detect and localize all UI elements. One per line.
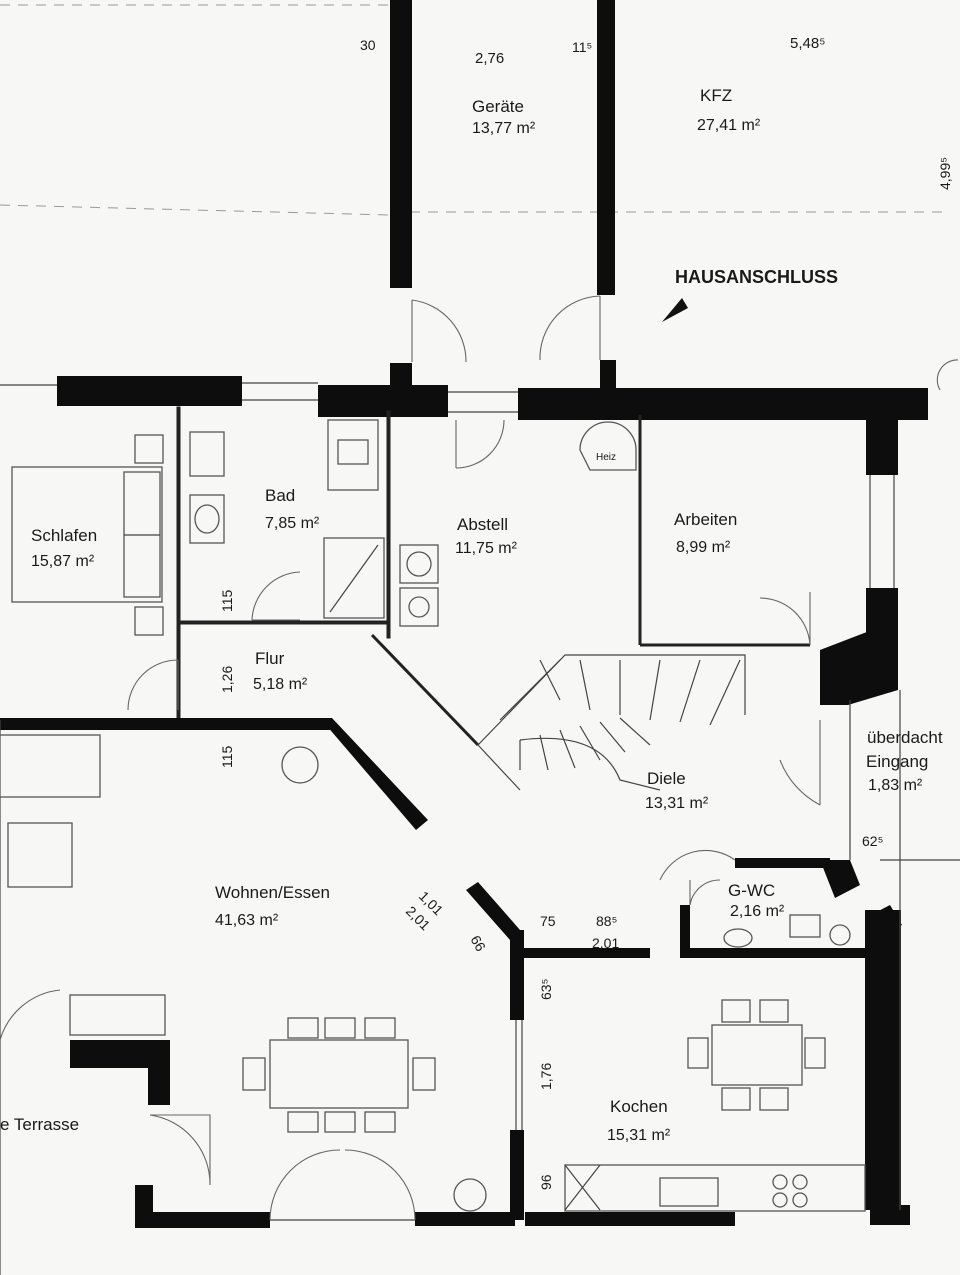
room-eingang-area: 1,83 m² — [868, 777, 923, 794]
room-abstell-area: 11,75 m² — [455, 540, 518, 557]
room-gwc-area: 2,16 m² — [730, 903, 785, 920]
dim-1-26: 1,26 — [219, 666, 235, 693]
hausanschluss-label: HAUSANSCHLUSS — [675, 267, 838, 287]
room-abstell-name: Abstell — [457, 515, 508, 534]
dim-96: 96 — [538, 1174, 554, 1190]
room-bad-name: Bad — [265, 486, 295, 505]
room-arbeiten-area: 8,99 m² — [676, 539, 731, 556]
room-labels: Geräte 13,77 m² KFZ 27,41 m² HAUSANSCHLU… — [0, 86, 943, 1144]
dim-66: 66 — [467, 933, 489, 955]
room-terrasse-name: e Terrasse — [0, 1115, 79, 1134]
room-geraete-name: Geräte — [472, 97, 524, 116]
room-wohnen-name: Wohnen/Essen — [215, 883, 330, 902]
room-schlafen-area: 15,87 m² — [31, 553, 95, 570]
room-arbeiten-name: Arbeiten — [674, 510, 737, 529]
room-kochen-name: Kochen — [610, 1097, 668, 1116]
dimension-labels: 30 2,76 11⁵ 5,48⁵ 4,99⁵ 115 1,26 115 62⁵… — [219, 35, 953, 1190]
overhang-lines — [0, 4, 960, 861]
dim-2-01: 2,01 — [592, 935, 619, 951]
dim-88-5: 88⁵ — [596, 913, 617, 929]
dim-75: 75 — [540, 913, 556, 929]
dim-62-5: 62⁵ — [862, 833, 883, 849]
window-lines — [0, 382, 901, 1275]
dim-11-5: 11⁵ — [572, 39, 592, 55]
room-bad-area: 7,85 m² — [265, 515, 320, 532]
dim-4-99: 4,99⁵ — [937, 157, 953, 190]
dim-30: 30 — [360, 37, 376, 53]
staircase — [477, 654, 746, 791]
room-kfz-area: 27,41 m² — [697, 117, 761, 134]
furniture — [0, 419, 866, 1212]
room-diele-name: Diele — [647, 769, 686, 788]
dim-2-76: 2,76 — [475, 50, 504, 67]
room-eingang-name-1: überdacht — [867, 728, 943, 747]
room-flur-area: 5,18 m² — [253, 676, 308, 693]
room-kfz-name: KFZ — [700, 86, 732, 105]
walls — [0, 0, 928, 1228]
doors — [0, 295, 959, 1221]
room-schlafen-name: Schlafen — [31, 526, 97, 545]
room-diele-area: 13,31 m² — [645, 795, 709, 812]
room-geraete-area: 13,77 m² — [472, 120, 536, 137]
dim-1-76: 1,76 — [538, 1063, 554, 1090]
dim-63-5: 63⁵ — [538, 979, 554, 1000]
hausanschluss-arrow-icon — [662, 298, 688, 322]
room-kochen-area: 15,31 m² — [607, 1127, 671, 1144]
dim-5-48: 5,48⁵ — [790, 35, 825, 52]
room-wohnen-area: 41,63 m² — [215, 912, 279, 929]
room-gwc-name: G-WC — [728, 881, 775, 900]
dim-115-bad: 115 — [219, 589, 235, 612]
dim-115-wohnen: 115 — [219, 745, 235, 768]
room-flur-name: Flur — [255, 649, 285, 668]
room-eingang-name-2: Eingang — [866, 752, 928, 771]
heiz-label: Heiz — [596, 452, 616, 463]
